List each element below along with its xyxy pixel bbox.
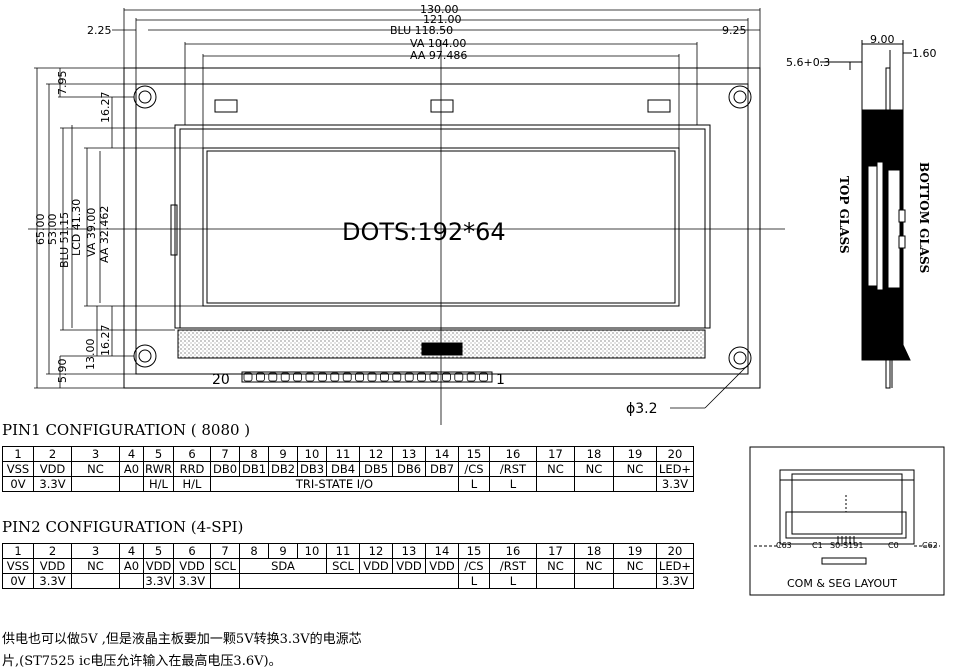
connector-pin (429, 372, 439, 382)
pins (243, 372, 489, 382)
connector-pin (280, 372, 290, 382)
note-line-2: 片,(ST7525 ic电压允许输入在最高电压3.6V)。 (2, 654, 282, 669)
svg-text:65.00: 65.00 (34, 214, 47, 246)
connector-pin (330, 372, 340, 382)
layout-c63: C63 (776, 541, 792, 550)
pin-label-1: 1 (496, 372, 505, 388)
hole-top-right (728, 85, 752, 109)
connector-pin (466, 372, 476, 382)
connector-pin (268, 372, 278, 382)
com-seg-layout-box (749, 446, 945, 596)
svg-text:5.90: 5.90 (56, 359, 69, 384)
connector-pin (479, 372, 489, 382)
hole-bottom-left (133, 344, 157, 368)
connector-pin (404, 372, 414, 382)
svg-text:13.00: 13.00 (84, 339, 97, 371)
connector-pin (392, 372, 402, 382)
dim-va-104: VA 104.00 (410, 37, 466, 50)
left-dim-labels: 65.00 53.00 BLU 51.15 LCD 41.30 VA 39.00… (34, 71, 112, 384)
hole-top-left (133, 85, 157, 109)
side-dim-9: 9.00 (870, 33, 895, 46)
layout-c0: C0 (888, 541, 899, 550)
pin1-title: PIN1 CONFIGURATION ( 8080 ) (2, 421, 251, 439)
connector-pin (355, 372, 365, 382)
layout-title: COM & SEG LAYOUT (787, 577, 897, 590)
pin1-level-row: 0V 3.3V H/L H/L TRI-STATE I/O L L 3.3V (2, 476, 694, 492)
pin2-number-row: 1 2 3 4 5 6 7 8 9 10 11 12 13 14 15 16 1… (2, 543, 694, 559)
bottom-glass-label: BOTTOM GLASS (917, 162, 931, 273)
pin2-table: 1 2 3 4 5 6 7 8 9 10 11 12 13 14 15 16 1… (2, 543, 694, 589)
top-clip-left (214, 99, 238, 113)
pcb-outline (123, 67, 761, 389)
side-dim-5-6: 5.6+0.3 (786, 56, 830, 69)
dim-aa-97: AA 97.486 (410, 49, 467, 62)
dim-130: 130.00 (420, 3, 459, 16)
layout-c62: C62 (922, 541, 938, 550)
pin-label-20: 20 (212, 372, 230, 388)
pin1-number-row: 1 2 3 4 5 6 7 8 9 10 11 12 13 14 15 16 1… (2, 446, 694, 462)
connector-pin (417, 372, 427, 382)
side-dim-1-6: 1.60 (912, 47, 937, 60)
dim-9-25: 9.25 (722, 24, 747, 37)
note-line-1: 供电也可以做5V ,但是液晶主板要加一颗5V转换3.3V的电源芯 (2, 632, 362, 647)
top-dimensions (112, 8, 761, 148)
left-dimensions (34, 67, 203, 389)
connector-pin (243, 372, 253, 382)
svg-text:16.27: 16.27 (99, 92, 112, 124)
dim-2-25: 2.25 (87, 24, 112, 37)
connector-pin (317, 372, 327, 382)
pin-row (241, 371, 493, 383)
svg-text:AA 32.462: AA 32.462 (98, 206, 111, 263)
svg-text:VA 39.00: VA 39.00 (85, 208, 98, 257)
lcd-inner-outline (179, 128, 706, 329)
dim-121: 121.00 (423, 13, 462, 26)
hole-diameter-label: ϕ3.2 (626, 401, 658, 417)
pin2-title: PIN2 CONFIGURATION (4-SPI) (2, 518, 244, 536)
svg-text:7.95: 7.95 (56, 71, 69, 96)
display-dots-label: DOTS:192*64 (342, 218, 506, 246)
top-clip-center (430, 99, 454, 113)
layout-seg: S0-S191 (830, 541, 863, 550)
connector-pin (342, 372, 352, 382)
svg-text:BLU 51.15: BLU 51.15 (58, 212, 71, 268)
connector-pin (293, 372, 303, 382)
svg-text:16.27: 16.27 (99, 325, 112, 357)
layout-c1: C1 (812, 541, 823, 550)
pin1-table: 1 2 3 4 5 6 7 8 9 10 11 12 13 14 15 16 1… (2, 446, 694, 492)
svg-text:LCD 41.30: LCD 41.30 (70, 199, 83, 256)
ic-chip (421, 342, 463, 356)
connector-pin (305, 372, 315, 382)
connector-pin (441, 372, 451, 382)
connector-pin (367, 372, 377, 382)
pin1-name-row: VSS VDD NC A0 RWR RRD DB0 DB1 DB2 DB3 DB… (2, 461, 694, 477)
connector-pin (454, 372, 464, 382)
side-view (820, 40, 912, 389)
top-glass-label: TOP GLASS (837, 176, 851, 254)
connector-pin (379, 372, 389, 382)
svg-text:53.00: 53.00 (46, 214, 59, 246)
hole-bottom-right (728, 346, 752, 370)
module-front-view (28, 40, 785, 425)
pin2-name-row: VSS VDD NC A0 VDD VDD SCL SDA SCL VDD VD… (2, 558, 694, 574)
dim-blu-118: BLU 118.50 (390, 24, 453, 37)
connector-pin (255, 372, 265, 382)
pin2-level-row: 0V 3.3V 3.3V 3.3V L L 3.3V (2, 573, 694, 589)
top-clip-right (647, 99, 671, 113)
